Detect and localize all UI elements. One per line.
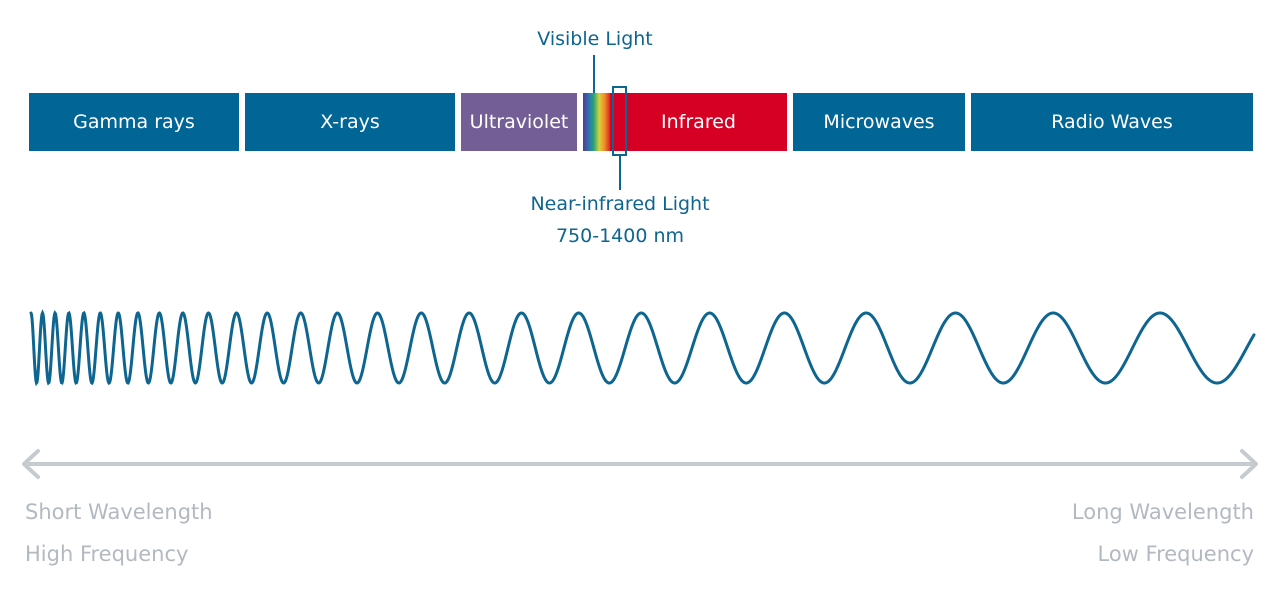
band-infrared: Infrared xyxy=(610,93,787,151)
band-radio-waves-label: Radio Waves xyxy=(1051,111,1173,133)
high-frequency-label: High Frequency xyxy=(25,542,189,566)
low-frequency-label: Low Frequency xyxy=(1097,542,1254,566)
band-microwaves: Microwaves xyxy=(793,93,965,151)
wave-line xyxy=(29,309,1256,387)
near-infrared-highlight-box xyxy=(612,86,627,156)
band-microwaves-label: Microwaves xyxy=(823,111,935,133)
wavelength-axis-arrow xyxy=(22,449,1258,479)
near-infrared-label: Near-infrared Light xyxy=(530,193,710,215)
wave-illustration xyxy=(29,309,1256,387)
band-x-rays-label: X-rays xyxy=(320,111,380,133)
near-infrared-range-label: 750-1400 nm xyxy=(555,225,685,247)
band-ultraviolet: Ultraviolet xyxy=(461,93,577,151)
short-wavelength-label: Short Wavelength xyxy=(25,500,213,524)
long-wavelength-label: Long Wavelength xyxy=(1071,500,1254,524)
band-ultraviolet-label: Ultraviolet xyxy=(469,111,569,133)
band-radio-waves: Radio Waves xyxy=(971,93,1253,151)
band-visible-light xyxy=(583,93,610,151)
near-infrared-callout-line xyxy=(619,156,621,190)
band-gamma-rays: Gamma rays xyxy=(29,93,239,151)
arrow-left-icon xyxy=(22,449,40,479)
band-gamma-rays-label: Gamma rays xyxy=(73,111,195,133)
band-x-rays: X-rays xyxy=(245,93,455,151)
visible-light-label: Visible Light xyxy=(537,28,653,50)
visible-light-callout-line xyxy=(593,55,595,93)
band-infrared-label: Infrared xyxy=(661,111,736,133)
arrow-right-icon xyxy=(1240,449,1258,479)
